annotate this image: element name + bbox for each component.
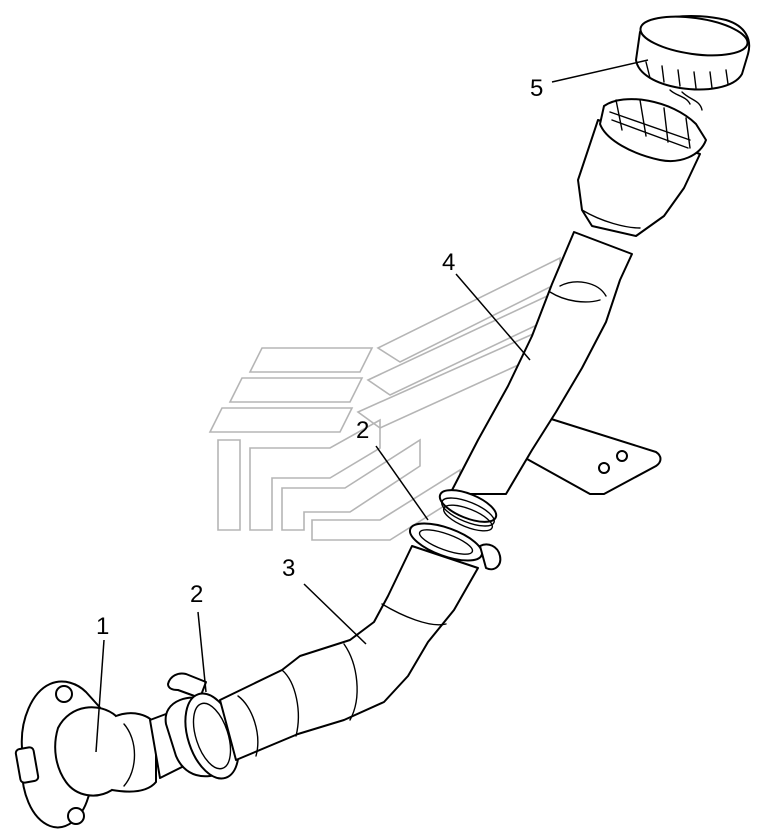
callout-2-upper: 2 — [356, 417, 369, 444]
part-1-flange-elbow — [14, 680, 157, 829]
part-3-curved-hose — [219, 545, 479, 761]
callout-3: 3 — [282, 555, 295, 582]
callout-5: 5 — [530, 75, 543, 102]
leader-2-lower — [197, 611, 207, 693]
leader-3 — [303, 583, 367, 645]
part-5-filler-cap — [635, 15, 751, 111]
filler-funnel — [577, 98, 707, 237]
callout-2-lower: 2 — [190, 581, 203, 608]
leader-1 — [95, 639, 105, 753]
leader-lines — [95, 59, 649, 753]
part-4-filler-neck — [438, 231, 662, 532]
leader-2-upper — [375, 445, 429, 521]
callout-4: 4 — [442, 249, 455, 276]
leader-5 — [551, 59, 649, 83]
callout-1: 1 — [96, 613, 109, 640]
callout-labels: 1 2 2 3 4 5 — [96, 75, 543, 640]
leader-4 — [455, 273, 531, 361]
part-2-upper-clamp — [408, 522, 502, 571]
